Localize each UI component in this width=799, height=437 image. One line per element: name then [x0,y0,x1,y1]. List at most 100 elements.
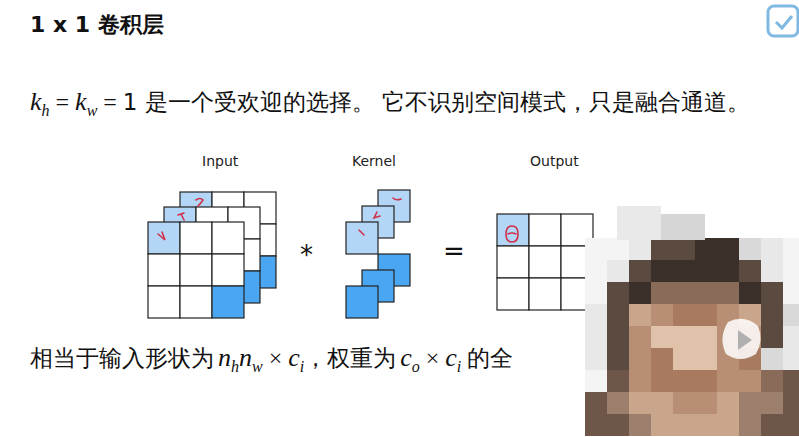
figure-caption: Kernel [352,153,396,169]
video-pixel [783,304,799,326]
video-pixel [695,260,717,282]
video-pixel [695,414,717,436]
video-pixel [607,282,629,304]
video-pixel [585,238,607,260]
video-pixel [695,370,717,392]
body-text: ，权重为 [304,345,396,371]
video-pixel [761,282,783,304]
video-pixel [607,348,629,370]
video-pixel [761,370,783,392]
video-pixel [607,260,629,282]
video-pixel [783,392,799,414]
math-op: = [56,89,70,115]
video-pixel [717,370,739,392]
paragraph: kh=kw=1 是一个受欢迎的选择。 它不识别空间模式，只是融合通道。 [30,84,765,123]
math-var: c [445,343,457,372]
handwriting-mark [158,232,165,240]
play-icon [738,330,752,350]
video-pixel [695,326,717,348]
body-text: 相当于输入形状为 [30,345,214,371]
video-pixel [783,370,799,392]
video-pixel [717,414,739,436]
video-pixel [717,392,739,414]
video-pixel [739,260,761,282]
math-sub: i [457,358,461,375]
math-op: × [269,345,283,371]
video-pixel [651,370,673,392]
video-pixel [673,392,695,414]
video-pixel [651,260,673,282]
video-pixel [607,414,629,436]
video-pixel [585,326,607,348]
play-icon [722,319,760,359]
video-pixel [673,238,695,260]
video-pixel [783,348,799,370]
video-pixel [717,282,739,304]
video-pixel [585,260,607,282]
video-pixel [761,260,783,282]
video-pixel [673,414,695,436]
figure-caption: Output [530,153,579,169]
video-pixel [629,392,651,414]
video-pixel [695,392,717,414]
video-pixel [673,370,695,392]
math-op: × [426,345,440,371]
video-pixel [585,370,607,392]
video-pixel [651,282,673,304]
video-pixel [695,282,717,304]
grid-cell [148,222,180,254]
bottom-text: 相当于输入形状为nhnw×ci，权重为co×ci的全 [30,340,513,379]
video-pixel [585,304,607,326]
video-pixel [629,238,651,260]
video-pixel [739,414,761,436]
video-pixel [783,282,799,304]
video-pixel [607,238,629,260]
video-pixel [651,414,673,436]
grid-cell [529,278,561,310]
video-pixel [673,282,695,304]
handwriting-mark [178,213,184,220]
handwriting-mark [393,198,401,200]
figure-caption: Input [202,153,238,169]
grid-cell [529,214,561,246]
video-pixel [739,282,761,304]
math-sub: h [231,358,239,375]
grid-cell [497,278,529,310]
math-var: n [239,343,252,372]
kernel-cell [346,286,378,318]
grid-cell [529,246,561,278]
logo-mark [776,16,792,28]
math-var: c [400,343,412,372]
video-pixel [761,326,783,348]
handwriting-mark [374,212,380,218]
body-text: 的全 [467,345,513,371]
video-pixel [629,348,651,370]
video-pixel [629,282,651,304]
video-pixel [629,326,651,348]
grid-cell [180,222,212,254]
math-var: n [218,343,231,372]
video-pixel [607,370,629,392]
video-pixel [629,370,651,392]
grid-cell [497,214,529,246]
video-pixel [673,260,695,282]
video-pixel [585,282,607,304]
video-pixel [629,260,651,282]
video-pixel [717,238,739,260]
math-op: = [103,89,117,115]
handwriting-mark [506,226,518,242]
video-pixel [739,392,761,414]
grid-cell [212,286,244,318]
video-pixel [761,392,783,414]
video-pixel [695,348,717,370]
operator-symbol: = [443,236,465,266]
video-pixel [783,326,799,348]
video-pixel [783,238,799,260]
video-pixel [651,348,673,370]
video-pixel [661,214,705,240]
video-pixel [673,304,695,326]
logo-mark [768,6,798,36]
grid-cell [497,246,529,278]
operator-symbol: * [300,240,313,270]
